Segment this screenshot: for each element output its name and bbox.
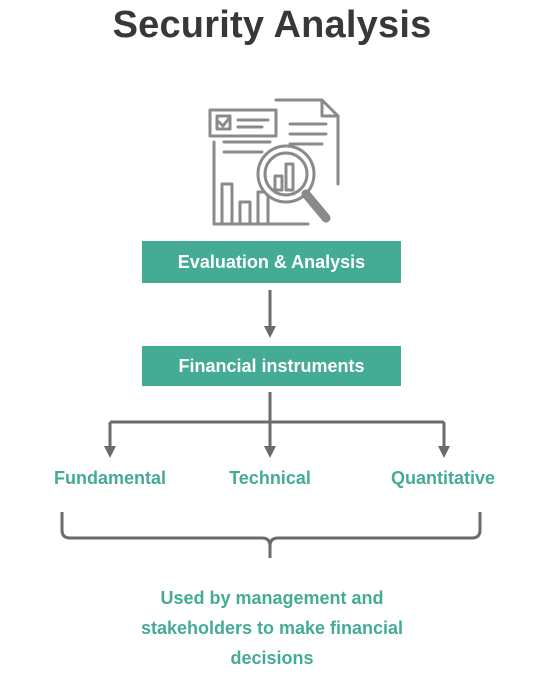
curly-brace (60, 512, 482, 558)
branch-technical: Technical (229, 468, 311, 488)
summary-text: Used by management and stakeholders to m… (92, 583, 452, 673)
summary-line: stakeholders to make financial (140, 618, 404, 638)
document-chart-magnifier-icon (208, 98, 340, 226)
summary-line: Used by management and (160, 588, 384, 608)
page-title: Security Analysis (112, 4, 432, 46)
branch-quantitative: Quantitative (390, 468, 496, 488)
branch-fundamental: Fundamental (53, 468, 166, 488)
evaluation-analysis-box: Evaluation & Analysis (142, 241, 401, 283)
summary-line: decisions (230, 648, 314, 668)
financial-instruments-box: Financial instruments (142, 346, 401, 386)
